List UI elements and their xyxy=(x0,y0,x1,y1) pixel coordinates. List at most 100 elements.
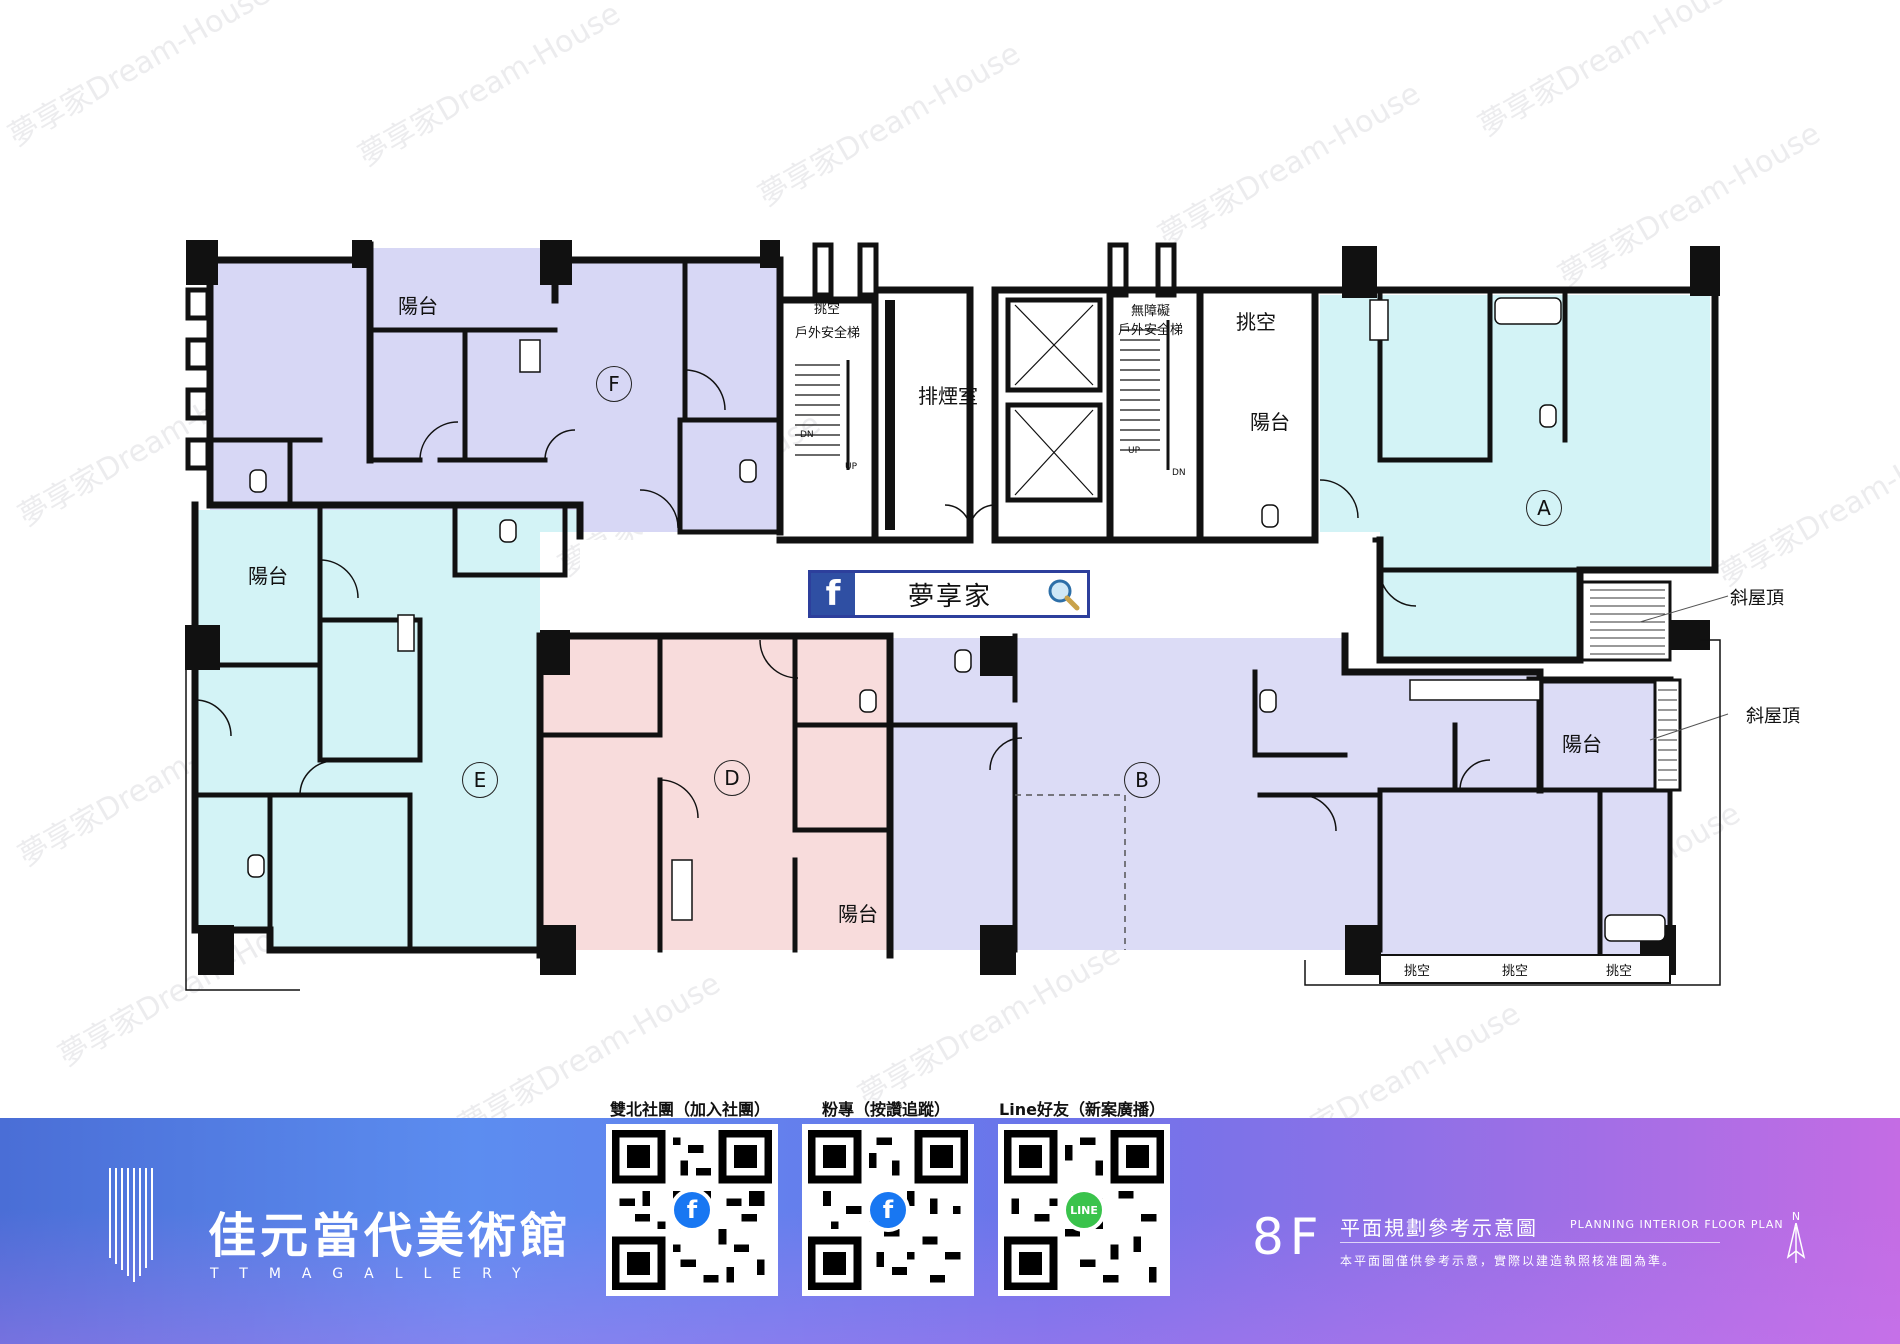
void-label: 挑空 xyxy=(814,302,841,317)
wall xyxy=(776,296,879,544)
facebook-icon: f xyxy=(670,1188,714,1232)
plan-note: 本平面圖僅供參考示意，實際以建造執照核准圖為準。 xyxy=(1340,1254,1677,1268)
dashed-line xyxy=(1015,794,1126,950)
qr-caption: 雙北社團（加入社團） xyxy=(609,1100,770,1119)
door-arc xyxy=(989,737,1023,771)
qr-code-group[interactable]: f xyxy=(606,1124,778,1296)
plan-title-en: PLANNING INTERIOR FLOOR PLAN xyxy=(1570,1218,1784,1231)
stair-up-label: UP xyxy=(1128,446,1141,456)
qr-code-icon xyxy=(612,1130,772,1290)
toilet xyxy=(247,854,265,878)
unit-D-area xyxy=(540,638,890,950)
toilet xyxy=(249,469,267,493)
leader-line xyxy=(1639,595,1729,623)
door-arc xyxy=(659,779,699,819)
door-arc xyxy=(1299,794,1337,832)
wall xyxy=(267,792,413,953)
toilet xyxy=(1261,504,1279,528)
qr-caption: 粉專（按讚追蹤） xyxy=(821,1100,950,1119)
north-label: N xyxy=(1791,1210,1801,1223)
door-arc xyxy=(969,504,996,531)
sloped-roof-label: 斜屋頂 xyxy=(1746,706,1800,727)
unit-label-A: A xyxy=(1526,490,1562,526)
column xyxy=(540,630,570,675)
outdoor-stair-label: 戶外安全梯 xyxy=(795,326,861,341)
door-arc xyxy=(1319,479,1359,519)
wall xyxy=(1252,669,1348,758)
column xyxy=(186,240,218,285)
smoke-room-walls xyxy=(885,300,895,530)
fin xyxy=(1107,242,1129,298)
stair-right xyxy=(1120,320,1170,470)
qr-code-group[interactable]: f xyxy=(802,1124,974,1296)
brand-subtitle: TTMAGALLERY xyxy=(210,1266,542,1282)
search-box[interactable]: f 夢享家 xyxy=(808,570,1090,618)
fin xyxy=(1155,242,1177,298)
door-arc xyxy=(944,504,971,531)
bathtub xyxy=(1494,297,1562,325)
column xyxy=(352,240,372,268)
unit-label-F: F xyxy=(596,366,632,402)
logo-lines-icon xyxy=(109,1168,153,1282)
door-arc xyxy=(299,760,335,796)
column xyxy=(185,625,220,670)
column xyxy=(1342,246,1377,298)
facade-fins xyxy=(185,242,1177,471)
qr-code-group[interactable]: LINE xyxy=(998,1124,1170,1296)
door-swings xyxy=(194,369,1491,832)
facebook-icon: f xyxy=(811,573,855,615)
brand-title: 佳元當代美術館 xyxy=(208,1208,573,1264)
fin xyxy=(185,337,211,371)
wall xyxy=(206,241,584,540)
wall xyxy=(1196,286,1319,544)
sink xyxy=(519,339,541,373)
column xyxy=(1690,246,1720,296)
void-label: 挑空 xyxy=(1236,310,1276,334)
toilet xyxy=(739,459,757,483)
unit-B-area xyxy=(890,638,1670,960)
column xyxy=(540,240,572,285)
unit-label-D: D xyxy=(714,760,750,796)
toilet xyxy=(1539,404,1557,428)
column xyxy=(540,925,576,975)
floor-number: 8F xyxy=(1252,1208,1325,1266)
bottom-void-strip xyxy=(1379,954,1671,984)
wall xyxy=(792,637,893,833)
wall xyxy=(866,286,974,544)
toilet xyxy=(499,519,517,543)
fin xyxy=(185,387,211,421)
smoke-room-label: 排煙室 xyxy=(918,384,978,408)
stair-dn-label: DN xyxy=(800,430,814,440)
door-arc xyxy=(759,639,799,679)
fin xyxy=(812,242,834,298)
wall xyxy=(1341,632,1544,794)
accessible-stair-label: 無障礙 戶外安全梯 xyxy=(1118,304,1184,338)
fin xyxy=(185,437,211,471)
magnifier-icon xyxy=(1048,579,1080,611)
floor-plan xyxy=(185,240,1729,991)
elevator-cross xyxy=(1014,409,1094,496)
qr-code-icon xyxy=(1004,1130,1164,1290)
bathtub xyxy=(1604,914,1666,942)
search-box-text: 夢享家 xyxy=(907,581,992,612)
void-label: 挑空 xyxy=(1502,964,1529,979)
balcony-label: 陽台 xyxy=(1562,732,1602,756)
door-arc xyxy=(419,421,459,461)
sink xyxy=(397,614,415,652)
door-arc xyxy=(684,369,726,411)
toilet xyxy=(859,689,877,713)
wall xyxy=(1377,292,1493,463)
sink xyxy=(671,859,693,921)
column xyxy=(760,240,780,268)
fin xyxy=(857,242,879,298)
wall xyxy=(1106,286,1204,544)
sloped-roof xyxy=(1580,580,1729,792)
balcony-label: 陽台 xyxy=(248,564,288,588)
wall xyxy=(537,637,663,738)
elevator-cross xyxy=(1014,304,1094,386)
facebook-icon: f xyxy=(866,1188,910,1232)
void-label: 挑空 xyxy=(1606,964,1633,979)
unit-E-area xyxy=(195,510,580,950)
wall xyxy=(452,507,568,578)
sink xyxy=(1409,679,1541,701)
